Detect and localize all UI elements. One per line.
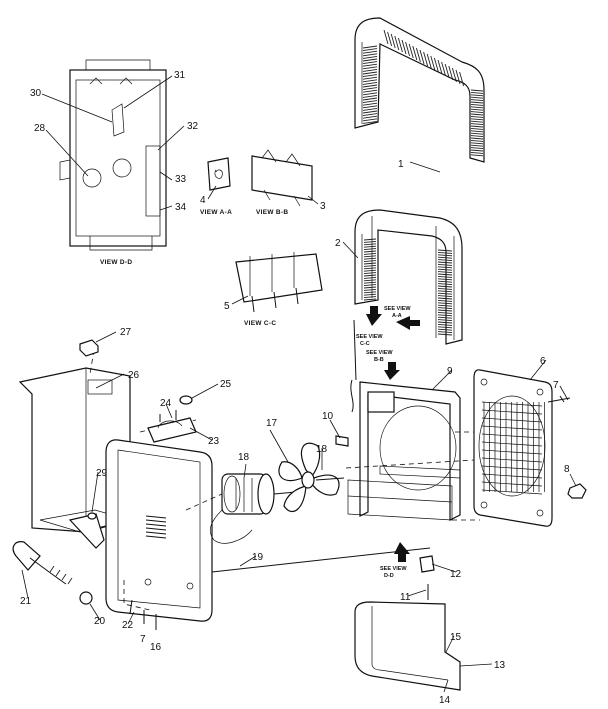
view-arrow-icon bbox=[396, 316, 420, 330]
see-view-c-c-line1: SEE VIEW bbox=[356, 334, 383, 340]
caption-view-d-d: VIEW D-D bbox=[100, 259, 132, 266]
part-washer bbox=[179, 395, 193, 405]
callout-18: 18 bbox=[316, 444, 328, 455]
callout-14: 14 bbox=[439, 695, 451, 706]
callout-7-lower: 7 bbox=[140, 634, 146, 645]
part-fan-blade bbox=[278, 442, 345, 512]
callout-17: 17 bbox=[266, 418, 278, 429]
part-clip bbox=[335, 435, 349, 447]
part-thermostat-rod bbox=[350, 319, 357, 413]
callout-28: 28 bbox=[34, 123, 46, 134]
callout-18-motor: 18 bbox=[238, 452, 250, 463]
part-inner-frame bbox=[347, 381, 461, 521]
caption-view-a-a: VIEW A-A bbox=[200, 209, 232, 216]
callout-27: 27 bbox=[120, 327, 132, 338]
view-d-d-inset bbox=[59, 59, 167, 251]
callout-15: 15 bbox=[450, 632, 462, 643]
callout-21: 21 bbox=[20, 596, 32, 607]
callout-4: 4 bbox=[200, 195, 206, 206]
see-view-b-b-line2: B-B bbox=[374, 357, 384, 363]
view-arrow-icon bbox=[366, 306, 382, 326]
callout-23: 23 bbox=[208, 436, 220, 447]
part-bracket bbox=[419, 555, 435, 573]
callout-30: 30 bbox=[30, 88, 42, 99]
see-view-a-a-line2: A-A bbox=[392, 313, 402, 319]
callout-29: 29 bbox=[96, 468, 108, 479]
callout-25: 25 bbox=[220, 379, 232, 390]
view-a-a-inset bbox=[207, 157, 231, 191]
callout-33: 33 bbox=[175, 174, 187, 185]
callout-1: 1 bbox=[398, 159, 404, 170]
callout-8: 8 bbox=[564, 464, 570, 475]
callout-5: 5 bbox=[224, 301, 230, 312]
callout-20: 20 bbox=[94, 616, 106, 627]
part-grille-cover bbox=[354, 17, 485, 163]
callout-7: 7 bbox=[553, 380, 559, 391]
part-screw bbox=[567, 483, 587, 499]
callout-labels: 1 2 3 4 5 6 7 8 9 10 11 12 13 14 15 16 1… bbox=[20, 70, 570, 706]
view-arrow-icon bbox=[394, 542, 410, 562]
callout-12: 12 bbox=[450, 569, 462, 580]
guide-line bbox=[345, 459, 475, 469]
callout-11: 11 bbox=[400, 592, 411, 603]
leader-lines bbox=[21, 75, 577, 693]
see-view-d-d-line1: SEE VIEW bbox=[380, 566, 407, 572]
callout-3: 3 bbox=[320, 201, 326, 212]
callout-31: 31 bbox=[174, 70, 186, 81]
callout-26: 26 bbox=[128, 370, 140, 381]
part-front-panel bbox=[105, 439, 213, 622]
part-switch-bracket bbox=[147, 410, 197, 443]
see-view-b-b-line1: SEE VIEW bbox=[366, 350, 393, 356]
part-screw bbox=[547, 395, 571, 403]
view-b-b-inset bbox=[251, 149, 313, 207]
part-heating-element bbox=[354, 209, 463, 345]
part-grommet bbox=[87, 512, 97, 520]
part-back-bracket bbox=[18, 367, 132, 549]
callout-16: 16 bbox=[150, 642, 162, 653]
callout-2: 2 bbox=[335, 238, 341, 249]
callout-13: 13 bbox=[494, 660, 506, 671]
callout-32: 32 bbox=[187, 121, 199, 132]
guide-line bbox=[185, 493, 223, 511]
callout-22: 22 bbox=[122, 620, 134, 631]
part-fan-guard bbox=[473, 369, 553, 527]
part-power-cord bbox=[12, 541, 93, 605]
callout-10: 10 bbox=[322, 411, 334, 422]
callout-19: 19 bbox=[252, 552, 264, 563]
see-view-c-c-line2: C-C bbox=[360, 341, 370, 347]
caption-view-c-c: VIEW C-C bbox=[244, 320, 276, 327]
callout-24: 24 bbox=[160, 398, 172, 409]
callout-6: 6 bbox=[540, 356, 546, 367]
callout-9: 9 bbox=[447, 366, 453, 377]
see-view-a-a-line1: SEE VIEW bbox=[384, 306, 411, 312]
view-c-c-inset bbox=[235, 252, 323, 313]
view-arrow-icon bbox=[384, 362, 400, 380]
part-base bbox=[354, 601, 461, 691]
assembly-rod bbox=[211, 547, 431, 573]
part-knob bbox=[79, 339, 99, 357]
part-motor bbox=[210, 473, 297, 544]
see-view-d-d-line2: D-D bbox=[384, 573, 394, 579]
part-screw bbox=[129, 599, 157, 630]
callout-34: 34 bbox=[175, 202, 187, 213]
caption-view-b-b: VIEW B-B bbox=[256, 209, 288, 216]
